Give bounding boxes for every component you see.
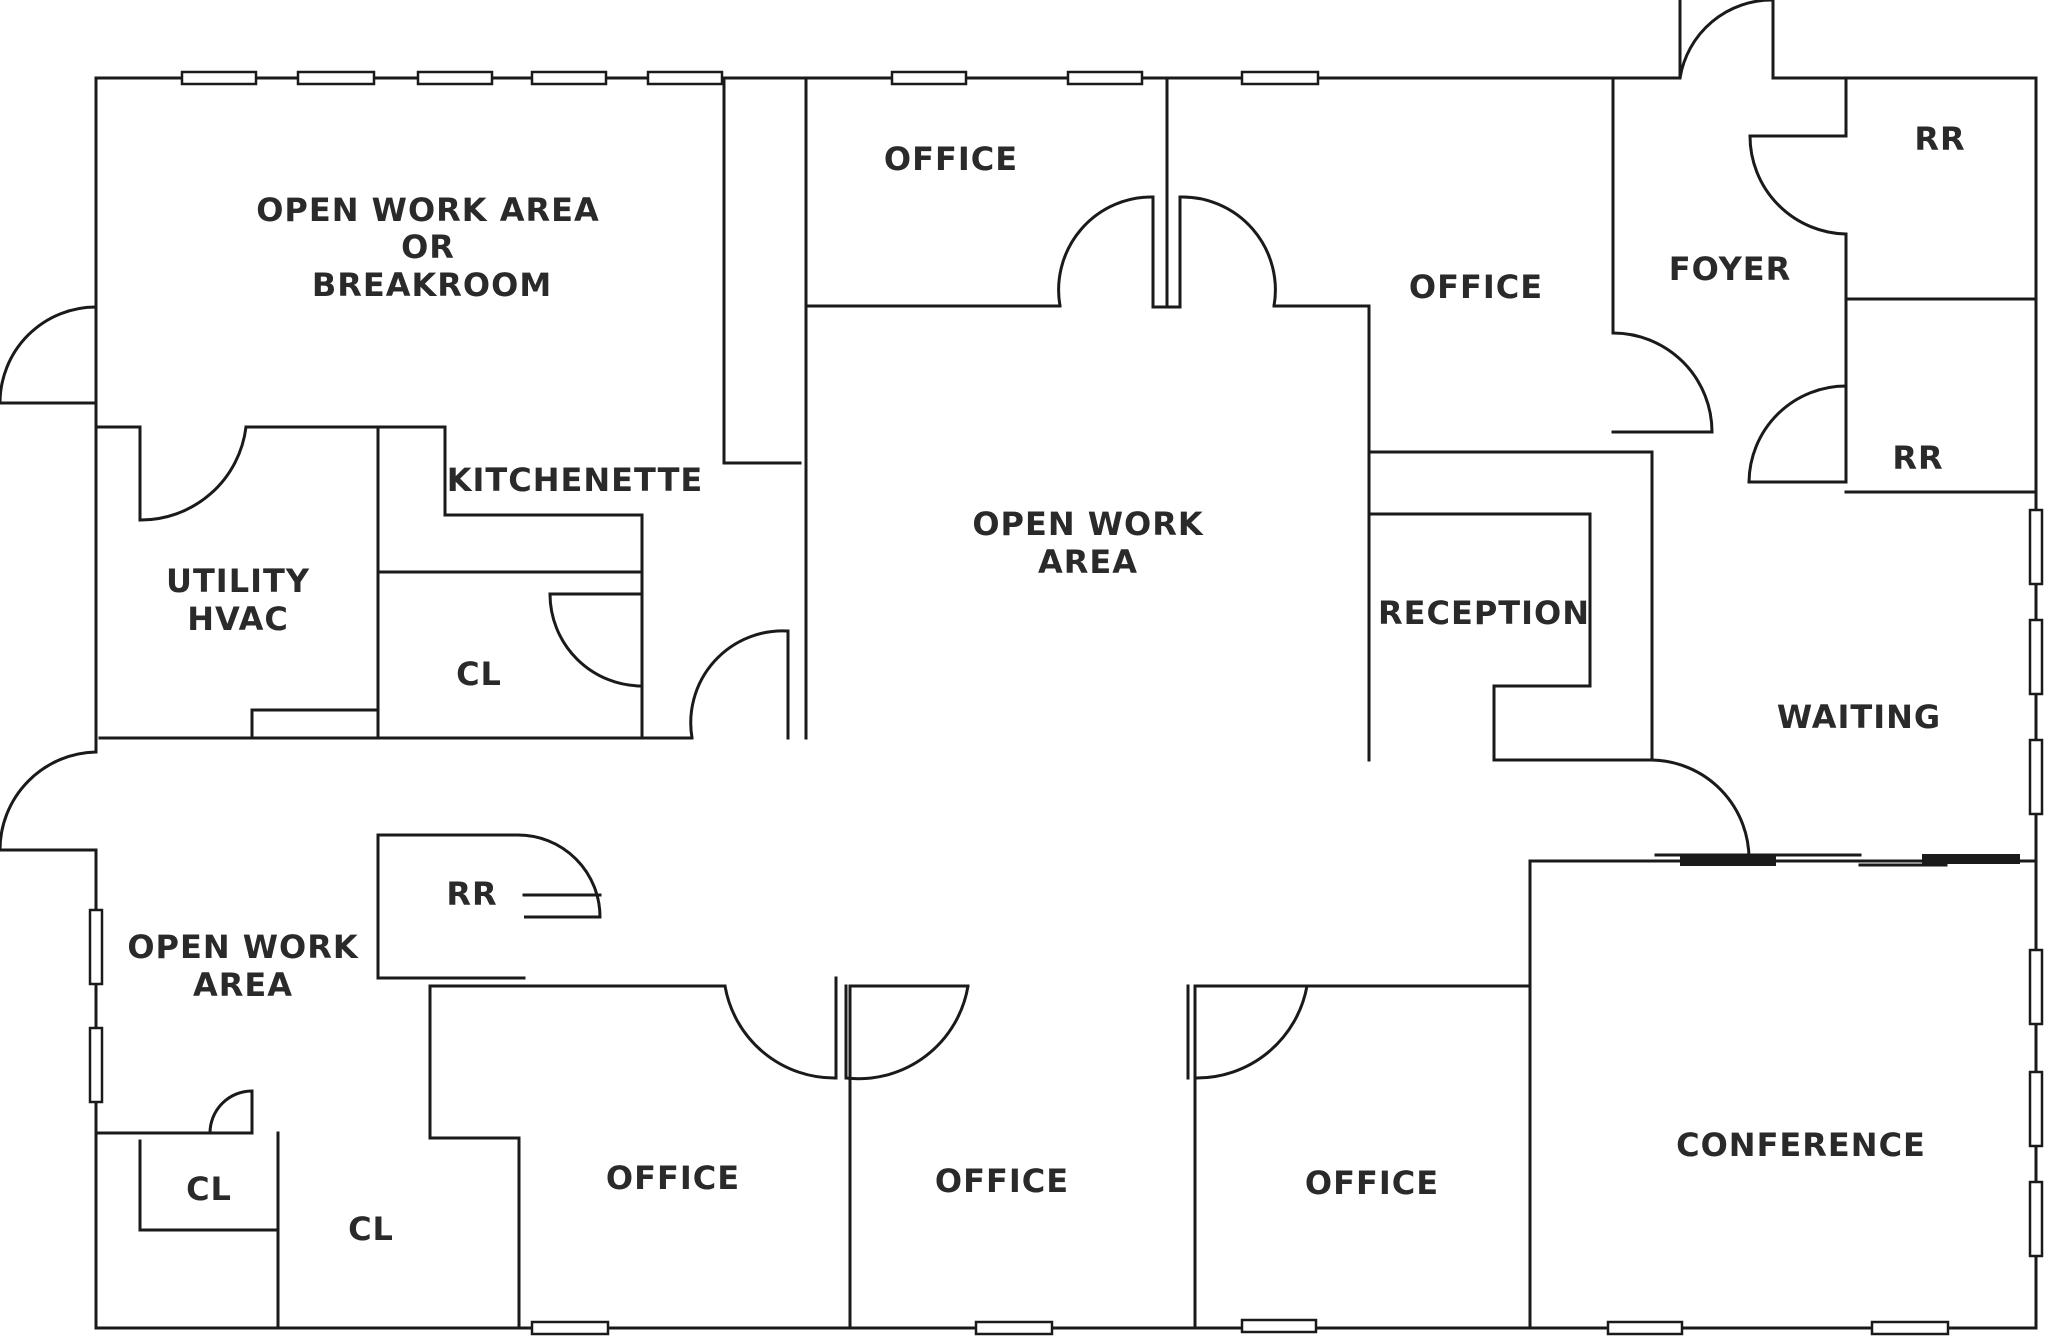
label-office-bottom-2: OFFICE <box>935 1162 1069 1200</box>
doors <box>0 0 1848 1134</box>
label-open-work-area-center-2: AREA <box>1038 543 1138 581</box>
label-rr-top: RR <box>1914 120 1965 158</box>
label-utility-hvac-1: UTILITY <box>166 562 310 600</box>
label-open-work-area-breakroom-3: BREAKROOM <box>312 266 552 304</box>
label-cl-kitchen: CL <box>456 655 502 693</box>
label-office-bottom-1: OFFICE <box>606 1159 740 1197</box>
label-rr-middle: RR <box>1892 439 1943 477</box>
label-utility-hvac-2: HVAC <box>187 600 289 638</box>
label-office-top-center: OFFICE <box>884 140 1018 178</box>
interior-walls <box>94 76 2038 1330</box>
label-rr-lower: RR <box>446 875 497 913</box>
windows <box>88 70 2044 1336</box>
label-open-work-area-center-1: OPEN WORK <box>972 505 1204 543</box>
label-open-work-area-left-2: AREA <box>193 966 293 1004</box>
room-labels: OPEN WORK AREA OR BREAKROOM OFFICE OFFIC… <box>127 120 1965 1248</box>
label-conference: CONFERENCE <box>1676 1126 1926 1164</box>
label-open-work-area-left-1: OPEN WORK <box>127 928 359 966</box>
sliding-doors <box>1654 853 2020 867</box>
label-open-work-area-breakroom-2: OR <box>401 228 455 266</box>
label-waiting: WAITING <box>1777 698 1941 736</box>
label-office-top-right: OFFICE <box>1409 268 1543 306</box>
label-foyer: FOYER <box>1669 250 1792 288</box>
label-cl-lower: CL <box>348 1210 394 1248</box>
label-cl-small: CL <box>186 1170 232 1208</box>
label-reception: RECEPTION <box>1378 594 1590 632</box>
label-open-work-area-breakroom-1: OPEN WORK AREA <box>256 191 600 229</box>
label-kitchenette: KITCHENETTE <box>447 461 704 499</box>
label-office-bottom-3: OFFICE <box>1305 1164 1439 1202</box>
